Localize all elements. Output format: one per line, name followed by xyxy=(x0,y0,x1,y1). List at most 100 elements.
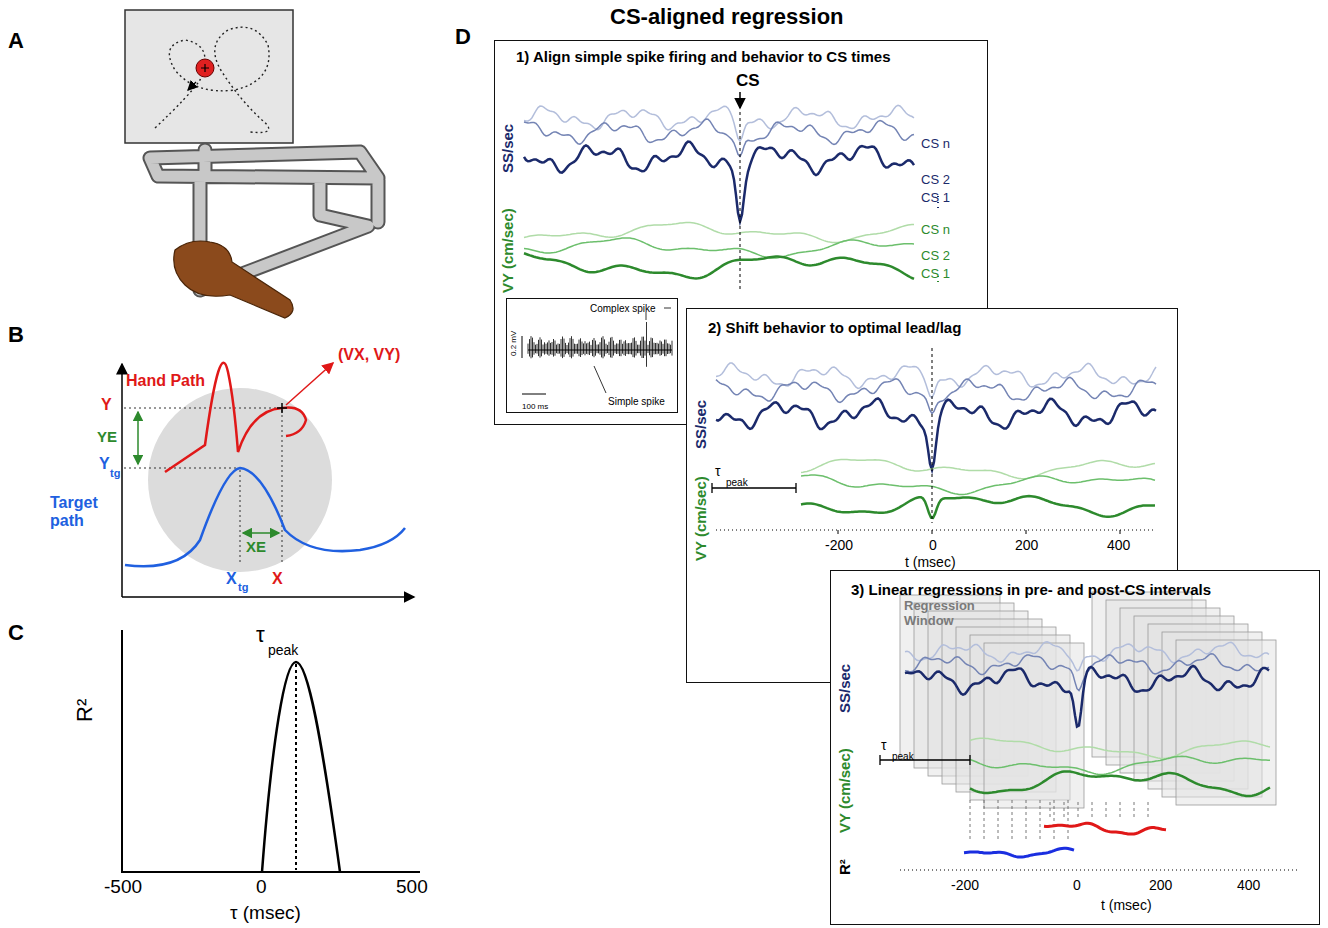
vy-trace xyxy=(970,771,1270,796)
window-drop-line xyxy=(970,800,1148,842)
inset-label: 100 ms xyxy=(522,402,548,411)
inset-label: Complex spike xyxy=(590,303,656,315)
figure-label: τ xyxy=(715,463,721,479)
tick xyxy=(838,530,1120,534)
panel-title: 2) Shift behavior to optimal lead/lag xyxy=(708,319,961,336)
figure-label: tg xyxy=(238,581,248,594)
target-path xyxy=(125,468,405,566)
figure-label: 200 xyxy=(1015,537,1038,553)
ss-trace xyxy=(905,666,1269,727)
figure-label: C xyxy=(8,620,24,645)
vy-trace xyxy=(524,237,914,257)
ss-trace xyxy=(524,141,914,221)
figure-label: CS xyxy=(736,71,760,91)
inset-box: Complex spikeSimple spike 0.2 mV 100 ms xyxy=(506,298,678,413)
figure-label: 400 xyxy=(1237,877,1260,893)
velocity-leader xyxy=(286,363,333,405)
cs-line xyxy=(739,112,740,292)
ye-bracket xyxy=(137,412,139,464)
time-axis xyxy=(900,869,1300,870)
figure-label: R² xyxy=(836,859,853,875)
target-circle xyxy=(196,59,214,77)
ss-trace xyxy=(905,641,1269,670)
figure-label: peak xyxy=(892,751,914,763)
hand xyxy=(174,241,293,318)
figure-label: Hand Path xyxy=(126,372,205,390)
vy-trace xyxy=(524,253,914,279)
r2-curve xyxy=(262,662,340,872)
figure-label: Regression Window xyxy=(904,599,984,629)
panel-art xyxy=(506,298,678,413)
inset-label: Simple spike xyxy=(608,396,665,408)
peak-line xyxy=(295,664,297,870)
figure-label: 0 xyxy=(256,876,267,898)
figure-label: 200 xyxy=(1149,877,1172,893)
vy-trace xyxy=(970,738,1270,758)
ss-trace xyxy=(716,363,1156,398)
figure-label: τ xyxy=(881,737,887,753)
figure-label: SS/sec xyxy=(499,124,516,173)
figure-label: B xyxy=(8,322,24,347)
figure-label: CS 2 xyxy=(921,173,950,188)
figure-label: t (msec) xyxy=(1101,897,1152,913)
pre-cs-r2 xyxy=(964,848,1074,857)
vy-trace xyxy=(970,756,1270,774)
figure-label: X xyxy=(226,570,237,588)
guide-line xyxy=(124,408,282,565)
figure-label: X xyxy=(272,570,283,588)
screen xyxy=(125,10,293,143)
figure-label: 400 xyxy=(1107,537,1130,553)
figure-label: -200 xyxy=(825,537,853,553)
figure-label: CS 1 xyxy=(921,191,950,206)
figure-title: CS-aligned regression xyxy=(610,4,844,29)
panel-title: 3) Linear regressions in pre- and post-C… xyxy=(851,581,1211,598)
cs-line xyxy=(931,348,932,523)
axes xyxy=(122,630,420,872)
spike-signal xyxy=(528,322,672,367)
figure-label: VY (cm/sec) xyxy=(499,208,516,293)
x-axis xyxy=(122,596,414,598)
regression-window xyxy=(984,643,1084,808)
figure-label: VY (cm/sec) xyxy=(692,476,709,561)
figure-label: CS 1 xyxy=(921,267,950,282)
time-axis xyxy=(716,529,1156,530)
figure-label: Target path xyxy=(50,494,112,531)
cross-marker xyxy=(277,403,287,413)
figure-label: -500 xyxy=(104,876,142,898)
figure-label: τ (msec) xyxy=(230,902,301,924)
panel-title: 1) Align simple spike firing and behavio… xyxy=(516,48,891,65)
cs-arrow xyxy=(739,92,741,108)
figure-label: τ xyxy=(256,622,265,647)
panel-box: 3) Linear regressions in pre- and post-C… xyxy=(830,570,1320,925)
lag-bracket xyxy=(712,483,796,493)
vy-trace xyxy=(801,475,1155,494)
figure-label: XE xyxy=(246,538,266,555)
target-trajectory xyxy=(155,27,269,132)
figure-label: CS 2 xyxy=(921,249,950,264)
figure-label: tg xyxy=(110,467,120,480)
inset-label: 0.2 mV xyxy=(509,331,518,356)
figure-label: 0 xyxy=(1073,877,1081,893)
figure-label: D xyxy=(455,24,471,49)
figure-label: -200 xyxy=(951,877,979,893)
leader-line xyxy=(594,366,606,393)
post-cs-r2 xyxy=(1044,823,1166,834)
vy-trace xyxy=(801,459,1155,478)
scale-bar xyxy=(522,336,546,394)
figure-label: peak xyxy=(268,642,298,658)
figure-label: R² xyxy=(72,699,97,722)
figure-label: 0 xyxy=(929,537,937,553)
motion-arrow xyxy=(188,82,196,90)
figure-label: SS/sec xyxy=(836,664,853,713)
figure-label: t (msec) xyxy=(905,554,956,570)
y-axis xyxy=(121,364,123,597)
figure-label: Y xyxy=(101,396,112,414)
figure-label: 500 xyxy=(396,876,428,898)
ss-trace xyxy=(524,105,914,141)
xe-bracket xyxy=(243,532,279,534)
figure-label: SS/sec xyxy=(692,400,709,449)
ss-trace xyxy=(716,398,1156,470)
panel-art xyxy=(830,570,1320,925)
figure-label: A xyxy=(8,28,24,53)
